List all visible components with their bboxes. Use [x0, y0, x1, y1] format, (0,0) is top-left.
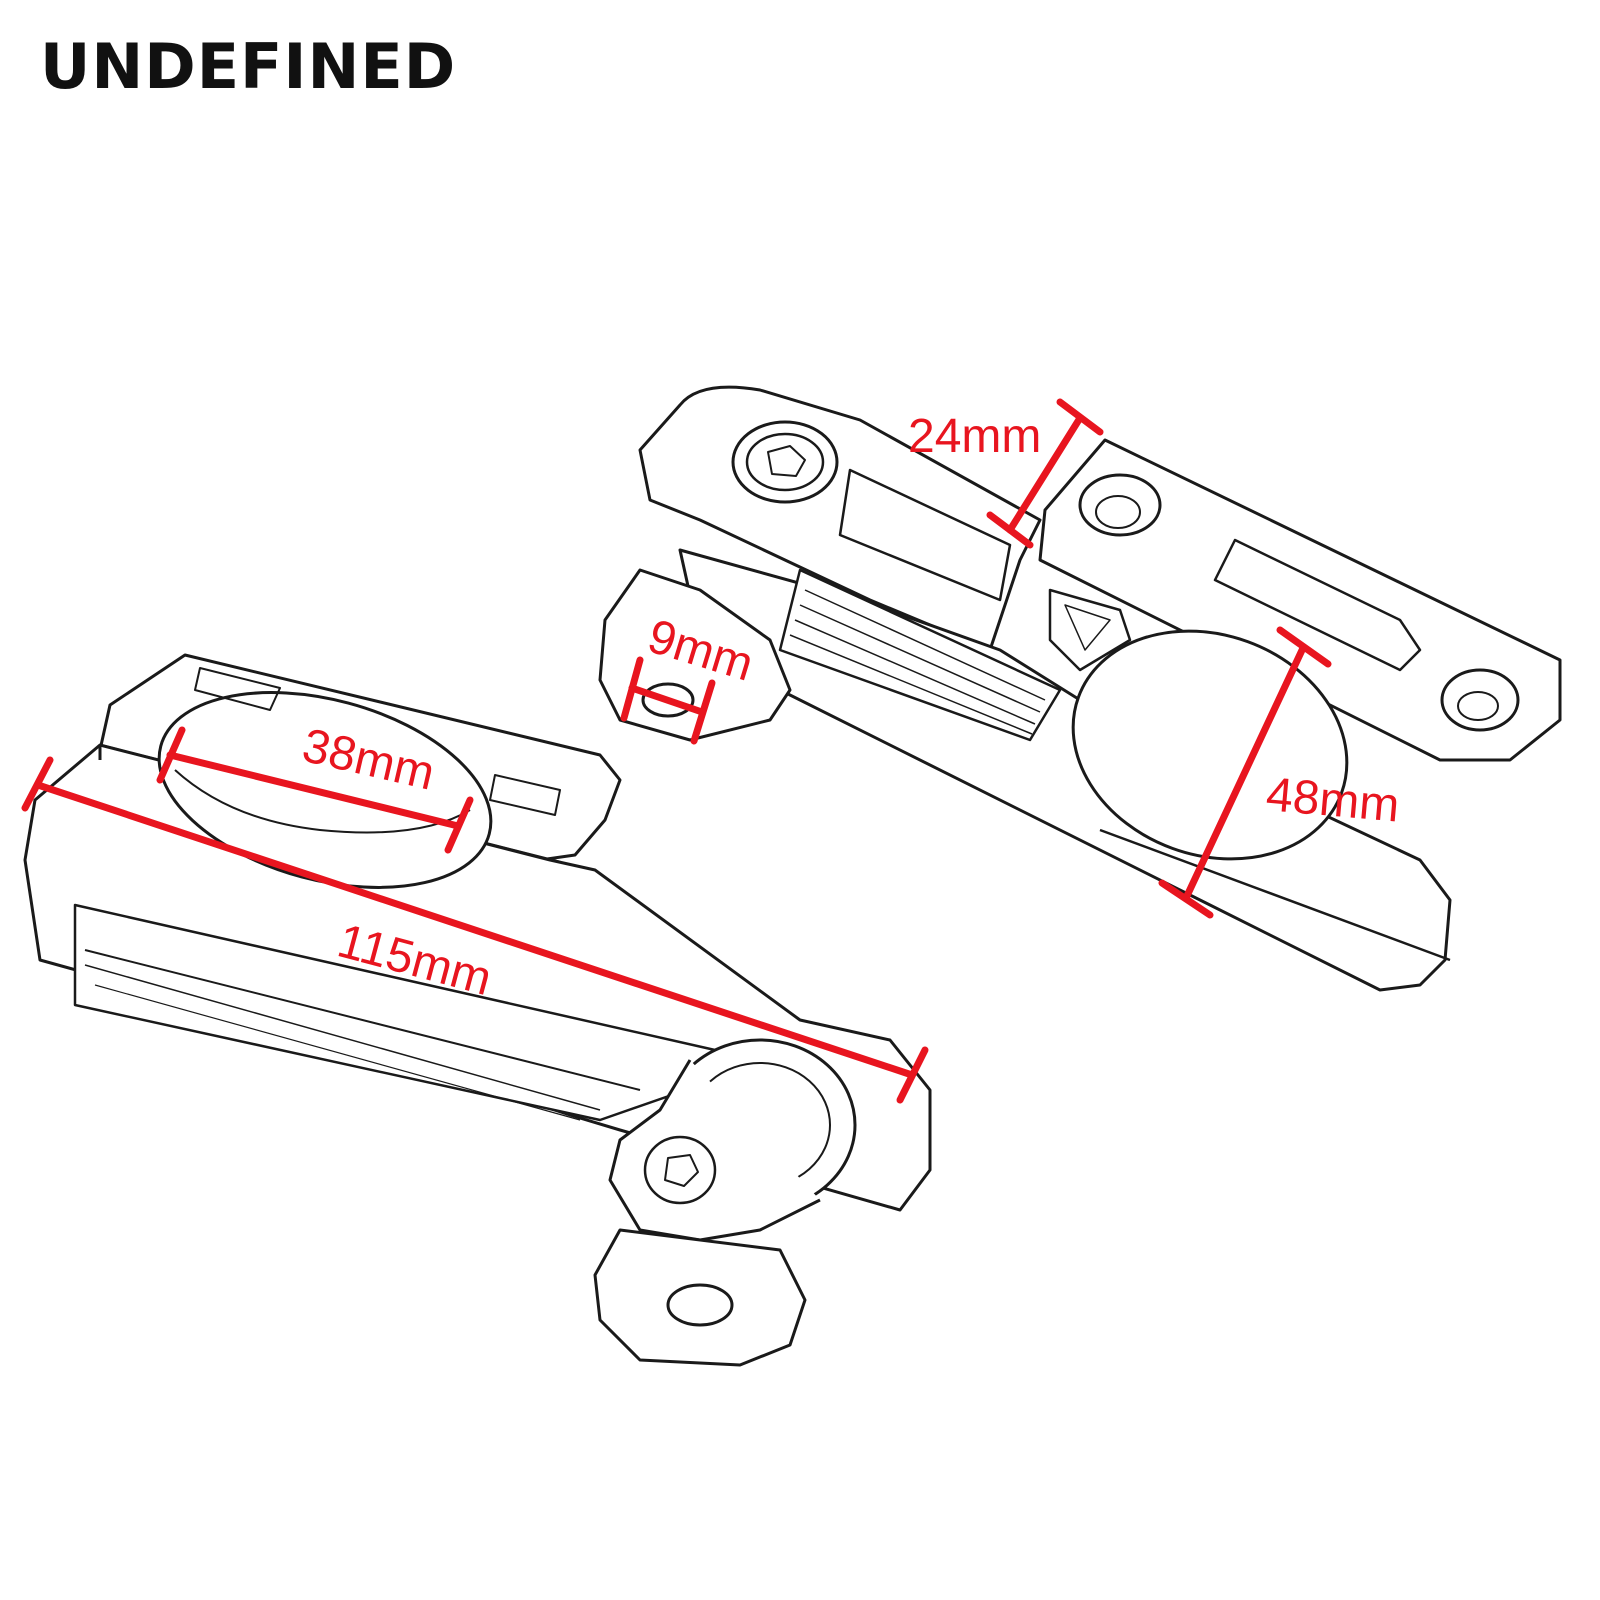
dimension-line-24mm — [1006, 414, 1084, 534]
right-clamp-top-cap — [1038, 438, 1562, 762]
dimension-label-24mm: 24mm — [908, 410, 1041, 463]
dimension-line-38mm — [166, 751, 462, 830]
dimension-label-48mm: 48mm — [1264, 768, 1401, 832]
right-clamp-ribbed-recess — [778, 568, 1062, 742]
right-riser-clamp — [598, 385, 1562, 992]
left-riser-clamp — [23, 653, 932, 1367]
brand-logo-text: UNDEFINED — [40, 30, 457, 103]
dimension-line-115mm — [34, 781, 916, 1079]
dimension-lines — [21, 398, 1332, 1104]
dimension-line-9mm — [628, 684, 706, 716]
left-clamp-slot — [73, 903, 717, 1122]
left-clamp-bolt-head — [643, 1135, 717, 1205]
left-clamp-tab-hole — [666, 1283, 734, 1327]
right-clamp-bore — [1071, 629, 1349, 861]
dimension-line-48mm — [1182, 644, 1307, 902]
